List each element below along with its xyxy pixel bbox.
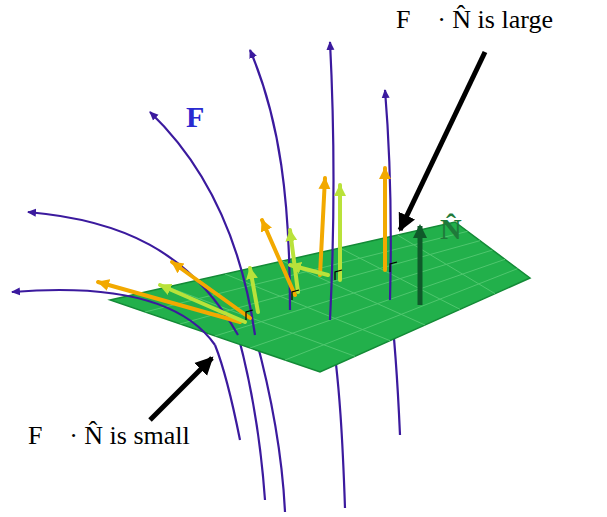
large-flux-note: F⃗ · N̂ is large: [396, 6, 553, 35]
vector-field-label: F⃗: [186, 100, 228, 133]
normal-label: N̂: [440, 212, 462, 245]
small-flux-note: F⃗ · N̂ is small: [28, 422, 190, 451]
